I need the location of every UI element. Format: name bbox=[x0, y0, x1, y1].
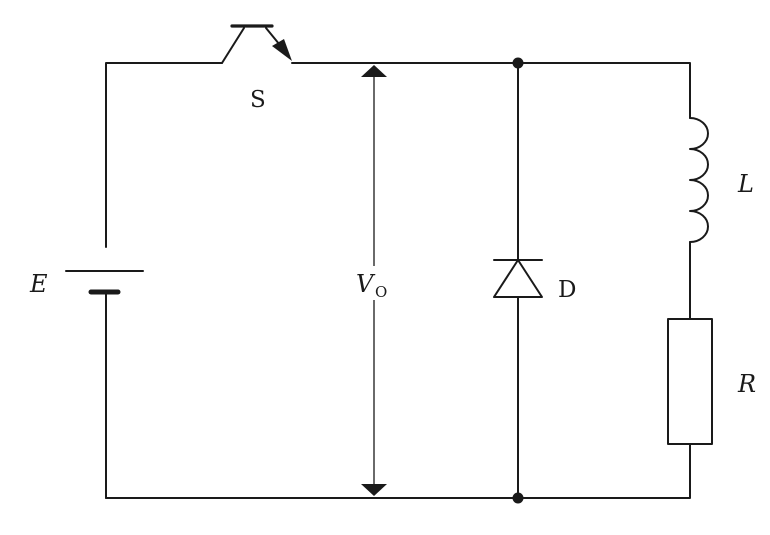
output-voltage-subscript: O bbox=[375, 283, 387, 301]
diode-label: D bbox=[558, 277, 576, 303]
switch-arrowhead bbox=[272, 39, 292, 61]
bottom-wire bbox=[105, 443, 691, 499]
battery-label: E bbox=[29, 270, 48, 298]
battery bbox=[65, 270, 144, 295]
switch-label: S bbox=[250, 87, 266, 113]
diode bbox=[493, 62, 543, 499]
output-voltage-label: V bbox=[356, 270, 376, 298]
diode-triangle bbox=[493, 259, 543, 298]
inductor-label: L bbox=[737, 170, 754, 198]
top-wire-left bbox=[105, 62, 223, 248]
switch-blade bbox=[221, 27, 245, 64]
resistor-label: R bbox=[737, 370, 756, 398]
junction-dot-bottom bbox=[512, 492, 524, 504]
inductor-coil bbox=[689, 117, 709, 243]
junction-dot-top bbox=[512, 57, 524, 69]
top-wire-right bbox=[291, 62, 691, 119]
resistor-body bbox=[667, 318, 713, 445]
switch bbox=[221, 24, 292, 64]
